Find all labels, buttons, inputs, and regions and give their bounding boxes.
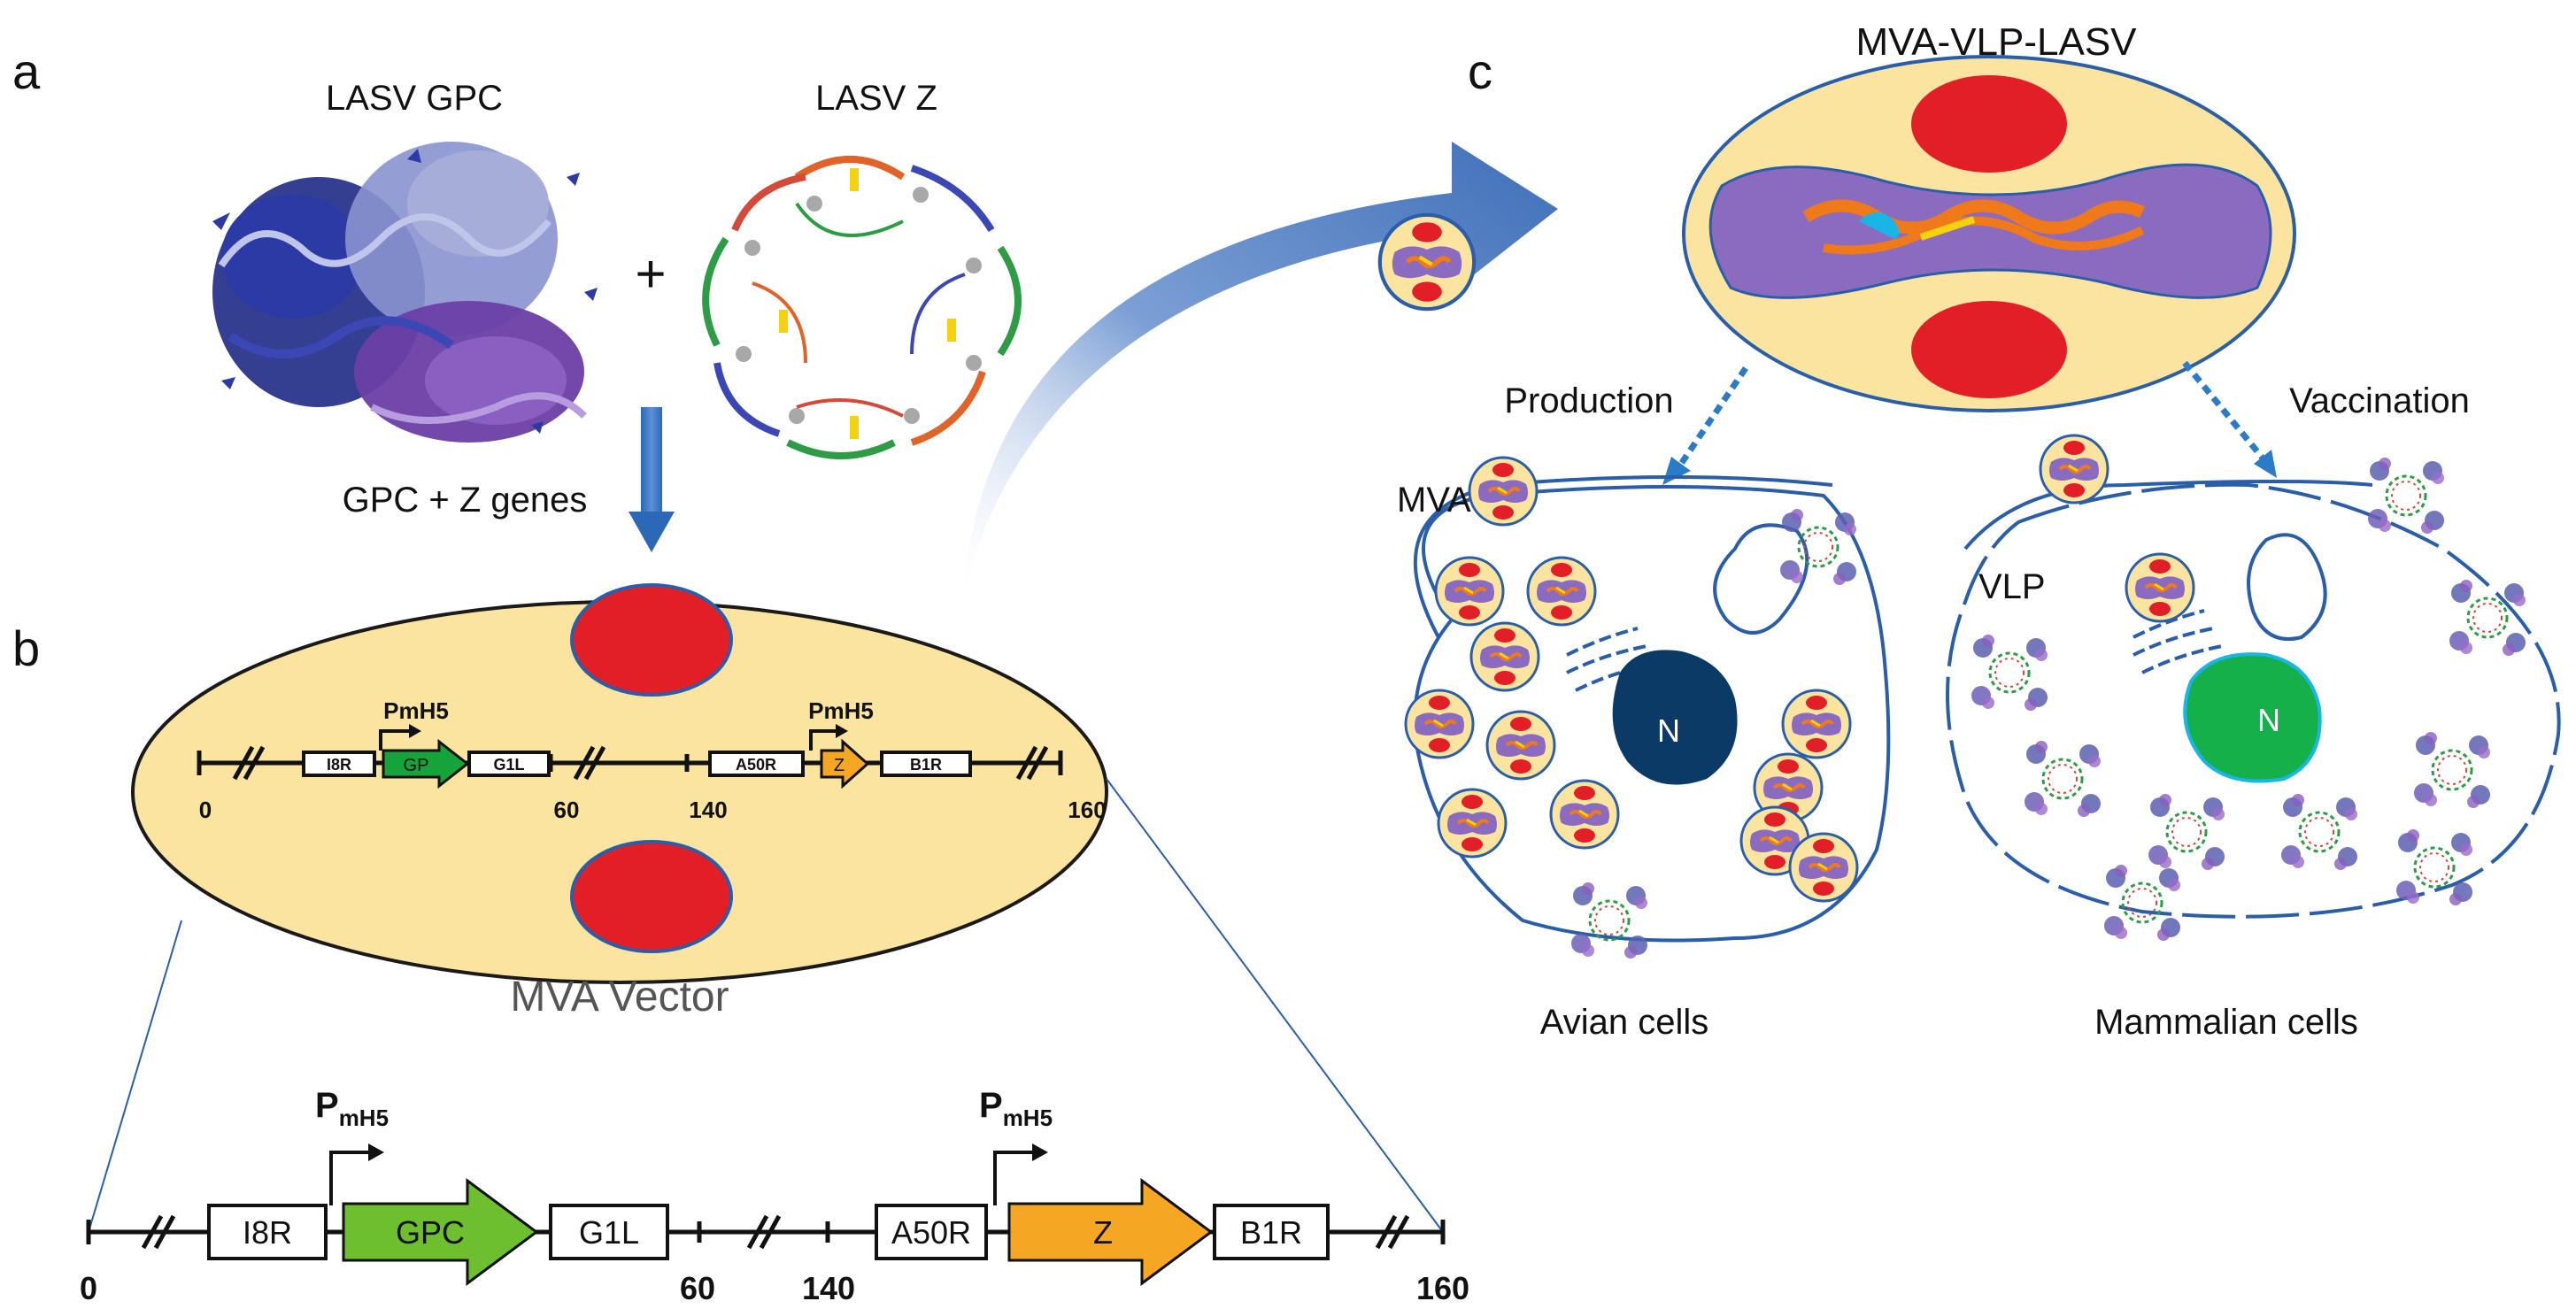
panel-label-a: a [12,43,41,99]
big-gene-boxes [207,1178,1330,1286]
genes-label: GPC + Z genes [343,481,588,520]
mva-particle-on-arrow [1380,215,1474,309]
small-tick-160: 160 [1068,797,1106,823]
production-label: Production [1504,381,1673,420]
small-gene-b1r: B1R [910,756,942,774]
vlp-label: VLP [1978,567,2046,606]
big-tick-160: 160 [1416,1270,1469,1306]
big-curved-arrow-icon [963,142,1558,593]
big-promoter-label-2: PmH5 [979,1086,1053,1131]
mva-vector-ellipse [131,583,1108,984]
small-promoter-arrowhead-1 [409,724,421,738]
mammalian-cell [1946,480,2561,919]
avian-nucleus [1612,650,1738,785]
big-tick-0: 0 [80,1270,97,1306]
mammalian-cells-label: Mammalian cells [2094,1003,2358,1042]
plus-sign: + [635,244,666,304]
panel-label-b: b [12,620,40,676]
small-promoter-label-2: PmH5 [808,697,874,724]
small-gene-g1l: G1L [493,756,524,774]
mva-vlp-lasv-particle [1682,55,2296,412]
big-gene-i8r: I8R [243,1214,292,1251]
big-tick-60: 60 [680,1270,715,1306]
small-gene-i8r: I8R [327,756,351,774]
zoom-line-left [88,920,182,1233]
production-dotted-arrow [1662,366,1748,485]
mva-vector-label: MVA Vector [510,974,729,1020]
gpc-protein-structure [212,142,598,443]
avian-nucleus-label: N [1657,712,1680,749]
vaccination-label: Vaccination [2289,381,2470,420]
small-tick-140: 140 [689,797,727,823]
z-protein-ring [702,156,1022,459]
big-promoter-arrowhead-1 [368,1143,384,1161]
big-promoter-arrowhead-2 [1032,1143,1048,1161]
small-promoter-label-1: PmH5 [383,697,449,724]
small-promoter-arrowhead-2 [836,724,848,738]
z-title: LASV Z [815,79,937,118]
down-arrow-icon [629,407,675,552]
small-gene-gp: GP [404,756,429,775]
small-tick-60: 60 [554,797,580,823]
vaccination-dotted-arrow [2182,360,2277,478]
small-promoter-arrows [379,729,836,751]
mammalian-nucleus [2183,652,2322,783]
big-gene-b1r: B1R [1240,1214,1302,1251]
big-gene-gpc: GPC [396,1214,465,1251]
mammalian-mva-particles [2039,434,2195,623]
avian-cells-label: Avian cells [1540,1003,1708,1042]
big-gene-z: Z [1093,1214,1113,1251]
mva-label: MVA [1397,481,1471,520]
mammalian-nucleus-label: N [2257,702,2280,738]
big-promoter-arrows [329,1151,1034,1205]
big-tick-140: 140 [802,1270,855,1306]
small-tick-0: 0 [199,797,212,823]
panel-label-c: c [1468,43,1492,99]
zoom-line-right [1106,778,1444,1233]
small-gene-z: Z [834,756,845,775]
big-gene-a50r: A50R [891,1214,971,1251]
big-promoter-label-1: PmH5 [315,1086,389,1131]
gpc-title: LASV GPC [326,79,503,118]
small-gene-a50r: A50R [736,756,776,774]
big-gene-g1l: G1L [579,1214,639,1251]
small-gene-boxes [302,738,972,789]
